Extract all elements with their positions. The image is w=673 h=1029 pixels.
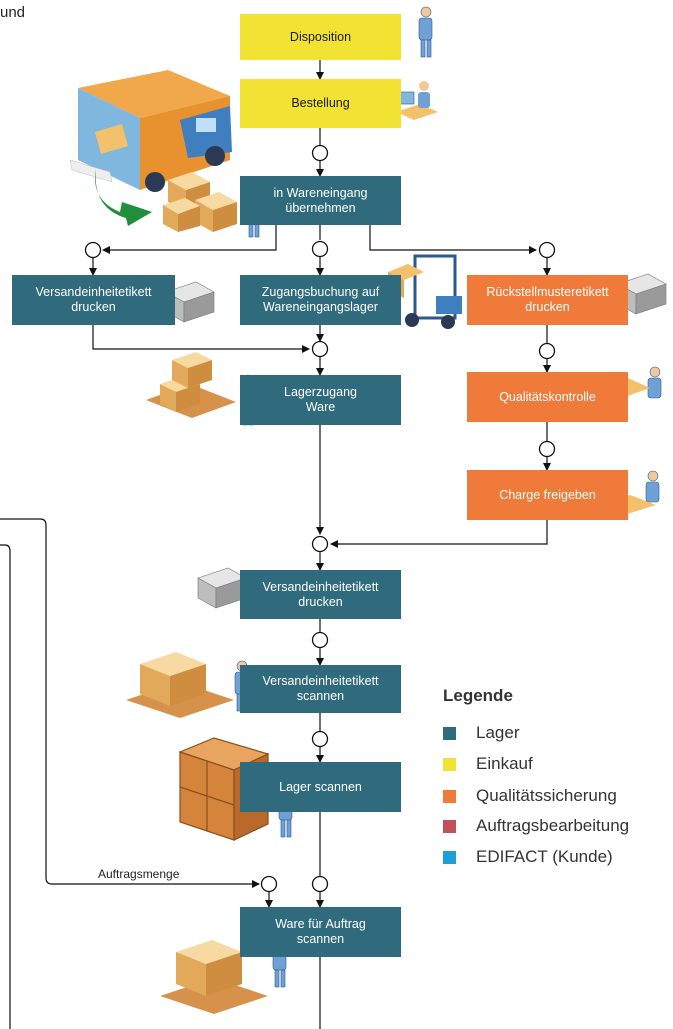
pallet-icon bbox=[126, 352, 268, 1014]
legend-item-edifact: EDIFACT (Kunde) bbox=[443, 846, 613, 868]
box-lager-scannen[interactable]: Lager scannen bbox=[240, 762, 401, 812]
box-wareneingang[interactable]: in Wareneingang übernehmen bbox=[240, 176, 401, 225]
legend-item-einkauf: Einkauf bbox=[443, 753, 533, 775]
top-fragment-text: und bbox=[0, 4, 26, 21]
box-lagerzugang[interactable]: Lagerzugang Ware bbox=[240, 375, 401, 425]
box-qualitaetskontrolle[interactable]: Qualitätskontrolle bbox=[467, 372, 628, 422]
legend-item-lager: Lager bbox=[443, 722, 519, 744]
legend-label-edifact: EDIFACT (Kunde) bbox=[476, 847, 613, 866]
legend-swatch-auftragsbearbeitung bbox=[443, 819, 456, 833]
legend-label-einkauf: Einkauf bbox=[476, 754, 533, 773]
printer-icon bbox=[165, 273, 667, 609]
box-bestellung[interactable]: Bestellung bbox=[240, 79, 401, 128]
box-versandeinheitetikett-links[interactable]: Versandeinheitetikett drucken bbox=[12, 275, 175, 325]
box-zugangsbuchung[interactable]: Zugangsbuchung auf Wareneingangslager bbox=[240, 275, 401, 325]
box-charge-freigeben[interactable]: Charge freigeben bbox=[467, 470, 628, 520]
legend-item-auftragsbearbeitung: Auftragsbearbeitung bbox=[443, 815, 629, 837]
legend-label-qualitaetssicherung: Qualitätssicherung bbox=[476, 786, 617, 805]
boxes-icon bbox=[163, 172, 237, 232]
box-versandeinheitetikett-scannen[interactable]: Versandeinheitetikett scannen bbox=[240, 665, 401, 713]
legend-label-auftragsbearbeitung: Auftragsbearbeitung bbox=[476, 816, 630, 835]
legend-title: Legende bbox=[443, 686, 513, 705]
legend-swatch-qualitaetssicherung bbox=[443, 789, 456, 803]
flow-label-auftragsmenge: Auftragsmenge bbox=[98, 867, 180, 881]
legend-swatch-edifact bbox=[443, 850, 456, 864]
box-disposition[interactable]: Disposition bbox=[240, 14, 401, 60]
legend-item-qualitaetssicherung: Qualitätssicherung bbox=[443, 785, 617, 807]
legend-swatch-einkauf bbox=[443, 757, 456, 771]
connectors bbox=[0, 60, 551, 1029]
legend-label-lager: Lager bbox=[476, 723, 520, 742]
box-ware-fuer-auftrag[interactable]: Ware für Auftrag scannen bbox=[240, 907, 401, 957]
junction-circles bbox=[84, 144, 556, 893]
box-rueckstellmusteretikett[interactable]: Rückstellmusteretikett drucken bbox=[467, 275, 628, 325]
truck-icon bbox=[69, 70, 232, 226]
legend-swatch-lager bbox=[443, 726, 456, 740]
box-versandeinheitetikett-drucken[interactable]: Versandeinheitetikett drucken bbox=[240, 570, 401, 619]
